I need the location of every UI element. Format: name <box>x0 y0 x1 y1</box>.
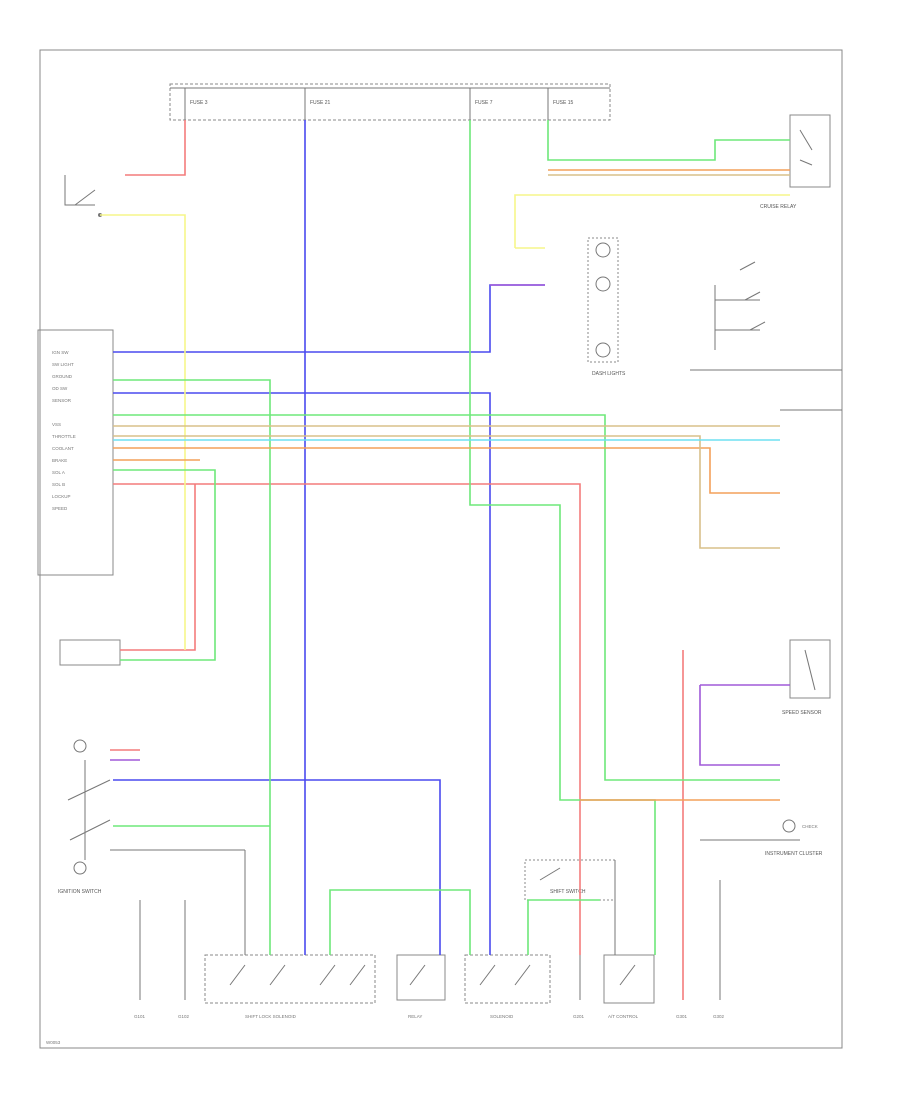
module-pin-label: VSS <box>52 422 61 427</box>
module-pin-label: BRAKE <box>52 458 67 463</box>
wire-red <box>125 120 186 176</box>
fuse-box: FUSE 3 FUSE 21 FUSE 7 FUSE 15 <box>169 83 611 150</box>
module-pin-label: IGN SW <box>52 350 69 355</box>
bottom-labels: G101 G102 SHIFT LOCK SOLENOID RELAY SOLE… <box>134 1014 725 1019</box>
brake-switch <box>64 175 102 217</box>
wire-blue <box>113 284 545 353</box>
module-pin-label: SPEED <box>52 506 68 511</box>
wire-green <box>469 120 656 955</box>
fuse-label: FUSE 7 <box>475 100 493 106</box>
module-pin-label: THROTTLE <box>52 434 76 439</box>
speed-sensor: SPEED SENSOR <box>782 639 831 716</box>
wire-orange <box>113 447 780 494</box>
module-pin-label: COOLANT <box>52 446 74 451</box>
wire-tan <box>113 435 780 549</box>
ignition-switch: IGNITION SWITCH <box>58 739 111 895</box>
bottom-label: SOLENOID <box>490 1014 514 1019</box>
instrument-cluster: CHECK INSTRUMENT CLUSTER <box>700 819 823 857</box>
bottom-label: A/T CONTROL <box>608 1014 639 1019</box>
speed-sensor-label: SPEED SENSOR <box>782 710 822 716</box>
wire-yellow <box>100 214 186 650</box>
bottom-label: SHIFT LOCK SOLENOID <box>245 1014 297 1019</box>
bottom-label: G301 <box>676 1014 688 1019</box>
cruise-relay: CRUISE RELAY <box>760 114 831 210</box>
diagram-code: W0053 <box>46 1040 61 1045</box>
wire-green <box>527 899 600 955</box>
wire-red <box>120 484 196 651</box>
control-module: IGN SW SW LIGHT GROUND OD SW SENSOR VSS … <box>37 329 114 576</box>
module-pin-label: SENSOR <box>52 398 72 403</box>
fuse-label: FUSE 15 <box>553 100 574 106</box>
shift-switch-label: SHIFT SWITCH <box>550 889 586 895</box>
cruise-relay-label: CRUISE RELAY <box>760 204 797 210</box>
wire-green <box>547 120 790 161</box>
dash-lights: DASH LIGHTS <box>587 237 626 377</box>
bottom-label: G201 <box>573 1014 585 1019</box>
wire-purple <box>699 685 780 766</box>
module-pin-label: GROUND <box>52 374 73 379</box>
ground-stubs <box>110 849 721 1000</box>
module-pin-label: SW LIGHT <box>52 362 74 367</box>
module-pin-label: OD SW <box>52 386 68 391</box>
module-pin-label: SOL B <box>52 482 65 487</box>
wire-green <box>329 889 471 955</box>
ignition-switch-label: IGNITION SWITCH <box>58 889 102 895</box>
dash-lights-label: DASH LIGHTS <box>592 371 626 377</box>
wire-green <box>113 414 780 781</box>
wire-green <box>113 379 271 955</box>
data-link-connector <box>59 639 121 666</box>
module-pin-label: SOL A <box>52 470 65 475</box>
diagram-frame <box>39 49 843 1049</box>
check-light-label: CHECK <box>802 824 818 829</box>
wires <box>100 120 790 1000</box>
instrument-cluster-label: INSTRUMENT CLUSTER <box>765 851 823 857</box>
wire-blue <box>113 779 441 955</box>
module-pin-label: LOCKUP <box>52 494 71 499</box>
bottom-label: G302 <box>713 1014 725 1019</box>
bottom-components: SHIFT SWITCH <box>204 859 655 1004</box>
wire-yellow <box>514 194 790 248</box>
wire-blue <box>113 392 491 955</box>
bottom-label: G101 <box>134 1014 146 1019</box>
wire-green <box>113 469 216 661</box>
bottom-label: G102 <box>178 1014 190 1019</box>
fuse-label: FUSE 21 <box>310 100 331 106</box>
selector-switches <box>690 261 842 411</box>
bottom-label: RELAY <box>408 1014 422 1019</box>
fuse-label: FUSE 3 <box>190 100 208 106</box>
wire-red <box>113 483 581 955</box>
